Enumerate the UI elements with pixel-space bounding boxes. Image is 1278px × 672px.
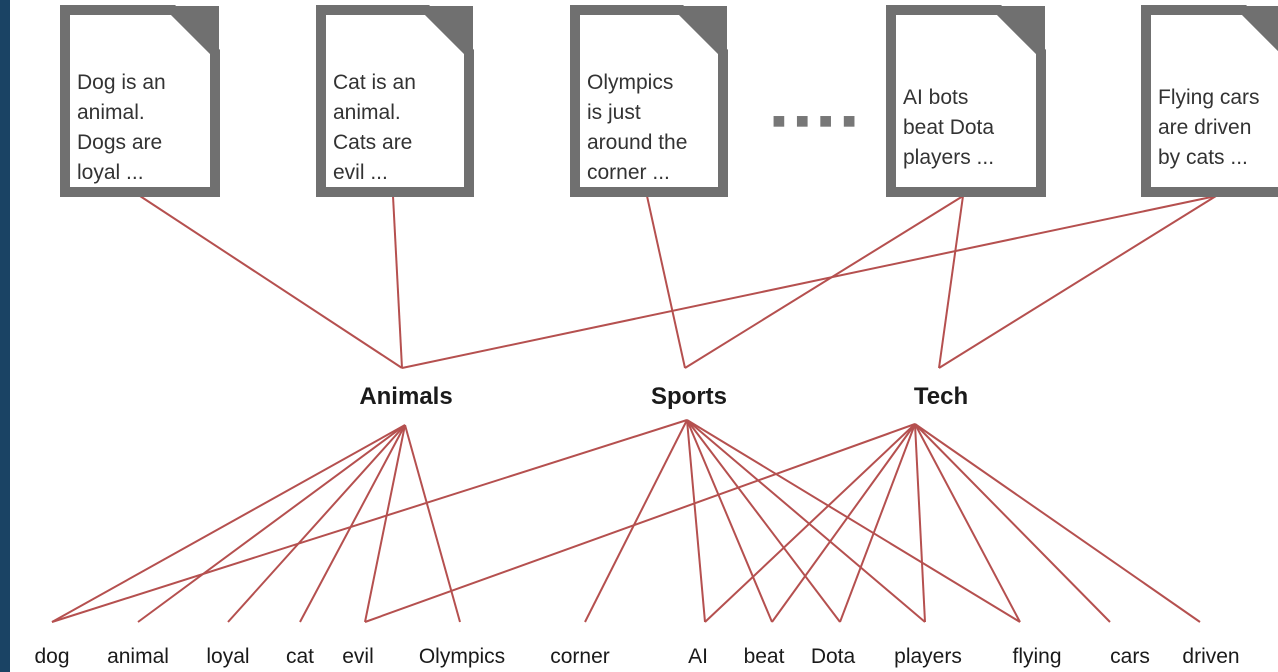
document-doc3: Olympics is just around the corner ... <box>570 5 728 197</box>
edge-tech-dota <box>839 423 916 623</box>
edge-sports-ai <box>686 419 706 623</box>
document-doc2: Cat is an animal. Cats are evil ... <box>316 5 474 197</box>
diagram-canvas: Dog is an animal. Dogs are loyal ... Cat is … <box>10 0 1278 672</box>
edge-doc5-tech <box>938 195 1217 369</box>
document-text-line: animal. <box>77 101 145 124</box>
edge-sports-corner <box>584 419 688 623</box>
document-text-line: are driven <box>1158 116 1251 139</box>
document-text-line: around the <box>587 131 687 154</box>
topic-model-diagram: Dog is an animal. Dogs are loyal ... Cat is … <box>34 5 1278 668</box>
edge-tech-driven <box>914 423 1201 623</box>
word-beat: beat <box>744 645 785 668</box>
document-text-line: Dogs are <box>77 131 162 154</box>
word-loyal: loyal <box>206 645 249 668</box>
edge-animals-loyal <box>227 424 406 623</box>
word-ai: AI <box>688 645 708 668</box>
document-icon <box>1141 5 1278 197</box>
edge-sports-beat <box>686 419 773 623</box>
word-olympics: Olympics <box>419 645 505 668</box>
edge-animals-evil <box>364 424 406 623</box>
document-text-line: players ... <box>903 146 994 169</box>
document-text-line: by cats ... <box>1158 146 1248 169</box>
document-fold-corner <box>995 6 1045 56</box>
word-cat: cat <box>286 645 314 668</box>
document-fold-corner <box>169 6 219 56</box>
document-text-line: Cat is an <box>333 71 416 94</box>
document-fold-corner <box>677 6 727 56</box>
edge-doc5-animals <box>401 195 1217 369</box>
edge-sports-flying <box>686 419 1021 623</box>
word-dota: Dota <box>811 645 856 668</box>
edge-tech-players <box>914 423 926 623</box>
edge-doc4-tech <box>938 195 964 369</box>
word-animal: animal <box>107 645 169 668</box>
edge-sports-players <box>686 419 926 623</box>
document-text-line: loyal ... <box>77 161 144 184</box>
document-text-line: is just <box>587 101 641 124</box>
documents-layer: Dog is an animal. Dogs are loyal ... Cat is … <box>60 5 1278 197</box>
document-text-line: animal. <box>333 101 401 124</box>
document-text-line: beat Dota <box>903 116 994 139</box>
document-text-line: Olympics <box>587 71 673 94</box>
edge-tech-evil <box>364 423 916 623</box>
edge-sports-dog <box>51 419 688 623</box>
edge-doc4-sports <box>684 195 964 369</box>
document-fold-corner <box>423 6 473 56</box>
word-players: players <box>894 645 962 668</box>
document-icon <box>316 5 474 197</box>
edge-doc3-sports <box>646 195 686 369</box>
topic-animals: Animals <box>359 383 452 410</box>
document-text-line: evil ... <box>333 161 388 184</box>
word-corner: corner <box>550 645 610 668</box>
edge-tech-flying <box>914 423 1021 623</box>
topic-sports: Sports <box>651 383 727 410</box>
document-icon <box>570 5 728 197</box>
document-icon <box>886 5 1046 197</box>
document-text-line: Cats are <box>333 131 412 154</box>
nodes-layer: Animals Sports Tech dog animal loyal cat evil Ol… <box>34 383 1239 668</box>
edges-layer <box>51 195 1217 623</box>
document-icon <box>60 5 220 197</box>
document-doc1: Dog is an animal. Dogs are loyal ... <box>60 5 220 197</box>
edge-animals-olympics <box>404 424 461 623</box>
topic-tech: Tech <box>914 383 968 410</box>
word-flying: flying <box>1012 645 1061 668</box>
edge-sports-dota <box>686 419 841 623</box>
edge-animals-animal <box>137 424 406 623</box>
word-dog: dog <box>34 645 69 668</box>
document-text-line: corner ... <box>587 161 670 184</box>
edge-doc2-animals <box>392 195 403 369</box>
document-text-line: Flying cars <box>1158 86 1260 109</box>
document-text-line: AI bots <box>903 86 968 109</box>
edge-animals-cat <box>299 424 406 623</box>
document-fold-corner <box>1240 6 1278 44</box>
document-text-line: Dog is an <box>77 71 166 94</box>
more-documents-ellipsis: ■ ■ ■ ■ <box>772 108 858 133</box>
edge-tech-cars <box>914 423 1111 623</box>
document-doc4: AI bots beat Dota players ... <box>886 5 1046 197</box>
edge-doc1-animals <box>139 195 403 369</box>
word-driven: driven <box>1182 645 1239 668</box>
word-cars: cars <box>1110 645 1150 668</box>
edge-tech-ai <box>704 423 916 623</box>
word-evil: evil <box>342 645 374 668</box>
document-doc5: Flying cars are driven by cats ... <box>1141 5 1278 197</box>
edge-animals-dog <box>51 424 406 623</box>
edge-tech-beat <box>771 423 916 623</box>
